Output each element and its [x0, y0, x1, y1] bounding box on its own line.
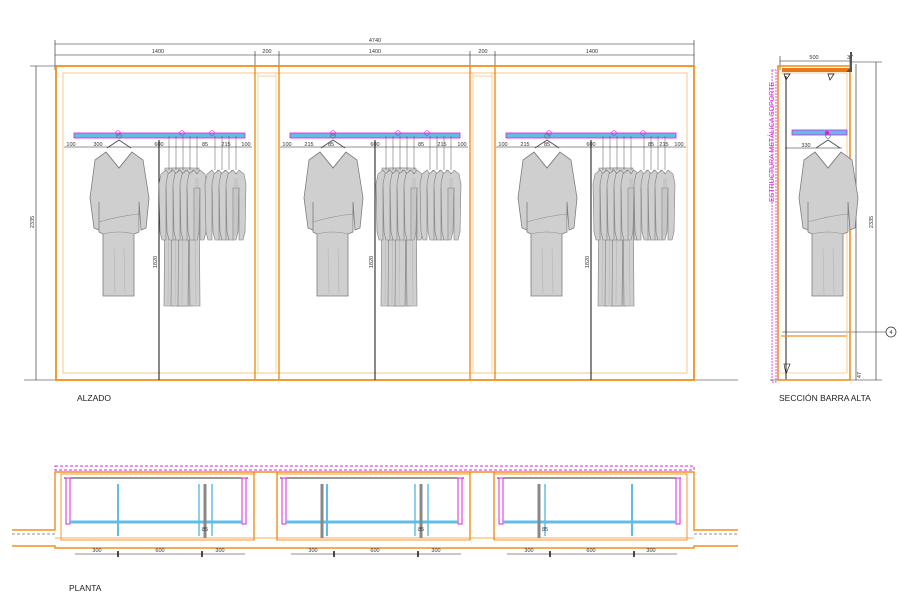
- svg-text:300: 300: [93, 142, 102, 148]
- garment-shirts: [158, 169, 247, 241]
- hanging-rail: [505, 132, 677, 139]
- module-1: 100 300 600 85 215 100 1820: [64, 130, 252, 380]
- ceiling-bracket: [846, 52, 852, 72]
- garment-outfit: [89, 151, 150, 297]
- plan-module-3: [497, 477, 681, 538]
- module-width-dim-2: 1400: [369, 49, 381, 55]
- svg-text:215: 215: [437, 142, 446, 148]
- svg-text:600: 600: [370, 142, 379, 148]
- section-hanger-dim: 330: [801, 143, 810, 149]
- svg-text:100: 100: [282, 142, 291, 148]
- section-caption: SECCIÓN BARRA ALTA: [779, 393, 871, 403]
- svg-text:85: 85: [418, 142, 424, 148]
- plan-post-dim-3: 85: [542, 527, 548, 533]
- svg-text:100: 100: [241, 142, 250, 148]
- svg-text:1820: 1820: [369, 256, 375, 268]
- gap-width-dim-2: 200: [478, 49, 487, 55]
- section-bottom-dim: 47: [857, 372, 863, 378]
- hanging-rail: [73, 132, 246, 139]
- plan-module-1: [64, 477, 248, 538]
- garment-shirts: [592, 169, 676, 241]
- svg-text:600: 600: [586, 548, 595, 554]
- svg-text:100: 100: [66, 142, 75, 148]
- svg-text:85: 85: [544, 142, 550, 148]
- plan-caption: PLANTA: [69, 583, 102, 593]
- garment-outfit: [517, 151, 578, 297]
- plan-module-2: [280, 477, 464, 538]
- svg-text:215: 215: [659, 142, 668, 148]
- svg-text:300: 300: [92, 548, 101, 554]
- plan-view: 85 85 85 300 600 300 300 600 300 300 600…: [12, 465, 738, 593]
- svg-text:100: 100: [674, 142, 683, 148]
- module-2: 100 215 85 600 85 215 100 1820: [280, 130, 468, 380]
- svg-text:215: 215: [221, 142, 230, 148]
- module-3: 100 215 85 600 85 215 100 1820: [496, 130, 686, 380]
- svg-text:100: 100: [457, 142, 466, 148]
- garment-shirts: [375, 169, 462, 241]
- section-view: 500 37 330 2335 47 ESTRUCTURA METÁLICA S…: [767, 52, 897, 403]
- svg-text:1820: 1820: [153, 256, 159, 268]
- elevation-top-dimensions: [54, 40, 695, 70]
- section-garment: [798, 151, 859, 297]
- height-dim: 2335: [30, 216, 36, 228]
- hanging-rail: [289, 132, 461, 139]
- metal-structure: [771, 69, 777, 383]
- section-rail: [791, 129, 848, 136]
- total-width-dim: 4740: [369, 38, 381, 44]
- gap-width-dim-1: 200: [262, 49, 271, 55]
- svg-text:215: 215: [520, 142, 529, 148]
- plan-rear-structure: [54, 465, 695, 471]
- elevation-view: 4740 1400 200 1400 200 1400 2335: [24, 38, 738, 403]
- svg-text:300: 300: [215, 548, 224, 554]
- svg-text:300: 300: [431, 548, 440, 554]
- top-plate: [782, 68, 850, 72]
- section-depth-dim: 500: [809, 55, 818, 61]
- svg-text:600: 600: [370, 548, 379, 554]
- module-width-dim-1: 1400: [152, 49, 164, 55]
- elevation-caption: ALZADO: [77, 393, 111, 403]
- module-width-dim-3: 1400: [586, 49, 598, 55]
- svg-text:600: 600: [155, 548, 164, 554]
- section-height-dim: 2335: [869, 216, 875, 228]
- svg-text:85: 85: [328, 142, 334, 148]
- detail-marker: [885, 326, 897, 338]
- svg-text:85: 85: [202, 142, 208, 148]
- svg-text:215: 215: [304, 142, 313, 148]
- svg-text:300: 300: [308, 548, 317, 554]
- svg-text:300: 300: [524, 548, 533, 554]
- svg-text:1820: 1820: [585, 256, 591, 268]
- svg-text:100: 100: [498, 142, 507, 148]
- plan-post-dim-1: 85: [202, 527, 208, 533]
- svg-text:600: 600: [586, 142, 595, 148]
- detail-marker-label: 4: [889, 330, 892, 336]
- plan-post-dim-2: 85: [418, 527, 424, 533]
- garment-outfit: [303, 151, 364, 297]
- svg-text:300: 300: [646, 548, 655, 554]
- svg-text:600: 600: [154, 142, 163, 148]
- section-structure-label: ESTRUCTURA METÁLICA SOPORTE: [767, 82, 776, 202]
